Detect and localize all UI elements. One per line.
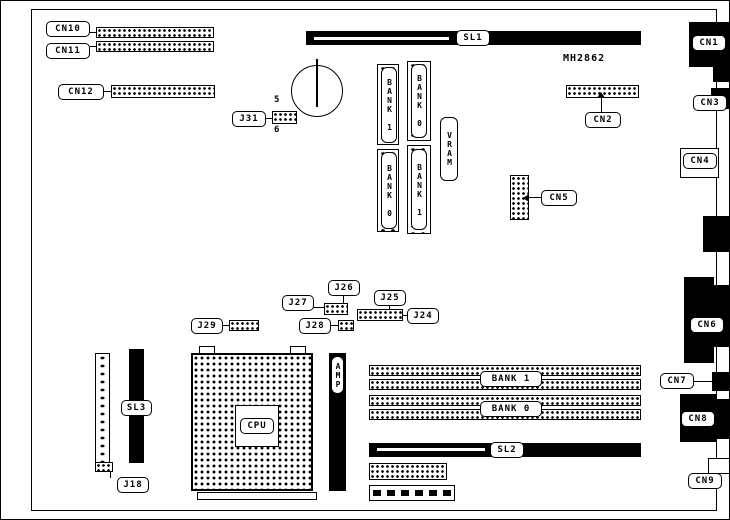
cpu-socket (191, 353, 313, 491)
label-vram: VRAM (440, 117, 458, 181)
j24-leader-line (403, 315, 407, 316)
j31-pin6-label: 6 (274, 125, 281, 135)
label-cn4: CN4 (683, 153, 717, 169)
j27-leader-line (314, 307, 324, 308)
j28-connector (338, 320, 354, 331)
cn9-port (708, 458, 729, 474)
label-cn8: CN8 (681, 411, 715, 427)
label-mem-bank0: BANK 0 (480, 401, 542, 417)
cn2-connector (566, 85, 639, 98)
label-cn12: CN12 (58, 84, 104, 100)
label-cn1: CN1 (692, 35, 726, 51)
j29-leader-line (223, 325, 229, 326)
label-j29: J29 (191, 318, 223, 334)
right-edge-small-port (713, 67, 729, 82)
label-sl2: SL2 (490, 442, 524, 458)
sl2-slot-key (377, 448, 485, 451)
j26-j27-connector (324, 303, 348, 315)
cn10-connector (96, 27, 214, 38)
cn7-port (712, 372, 729, 391)
part-number: MH2862 (563, 53, 606, 64)
label-j31: J31 (232, 111, 266, 127)
label-j26: J26 (328, 280, 360, 296)
cn12-connector (111, 85, 215, 98)
label-vram-bank1-bottom: BANK 1 (411, 149, 427, 230)
cn7-leader-line (694, 381, 712, 382)
label-sl1: SL1 (456, 30, 490, 46)
label-vram-bank0-bottom: BANK 0 (381, 152, 397, 229)
cn2-arrow-icon (597, 92, 605, 98)
cn6-port-side (713, 285, 729, 347)
cn12-leader-line (104, 91, 111, 92)
cn5-arrow-icon (523, 194, 529, 202)
label-j18: J18 (117, 477, 149, 493)
j29-connector (229, 320, 259, 331)
label-amp: AMP (331, 356, 344, 394)
label-cn5: CN5 (541, 190, 577, 206)
j24-j25-connector (357, 309, 403, 321)
left-pin-socket (95, 353, 110, 469)
cpu-tab-left (199, 346, 215, 354)
cn2-leader-line (601, 98, 602, 112)
label-cn11: CN11 (46, 43, 90, 59)
label-sl3: SL3 (121, 400, 152, 416)
cn5-connector (510, 175, 529, 220)
j25-leader-line (389, 306, 390, 310)
j28-leader-line (331, 325, 338, 326)
label-cn6: CN6 (690, 317, 724, 333)
right-edge-mid-port (703, 216, 729, 252)
label-mem-bank1: BANK 1 (480, 371, 542, 387)
label-cn7: CN7 (660, 373, 694, 389)
battery-pin-line (316, 59, 318, 107)
label-j25: J25 (374, 290, 406, 306)
cn10-leader-line (90, 32, 96, 33)
j31-connector (272, 111, 297, 124)
j26-leader-line (343, 296, 344, 303)
j31-pin5-label: 5 (274, 95, 281, 105)
cn5-leader-line (529, 197, 541, 198)
label-cn3: CN3 (693, 95, 727, 111)
label-j27: J27 (282, 295, 314, 311)
label-cpu: CPU (240, 418, 274, 434)
label-j24: J24 (407, 308, 439, 324)
label-j28: J28 (299, 318, 331, 334)
label-cn9: CN9 (688, 473, 722, 489)
cn11-connector (96, 41, 214, 52)
bottom-header-connector (369, 463, 447, 480)
cn11-leader-line (90, 46, 96, 47)
label-vram-bank0-top: BANK 0 (411, 64, 427, 138)
cpu-tab-right (290, 346, 306, 354)
j31-leader-line (266, 118, 272, 119)
j18-leader-line (110, 472, 111, 478)
label-cn10: CN10 (46, 21, 90, 37)
cn8-port-side (715, 399, 729, 439)
cpu-retention-bar (197, 492, 317, 500)
label-cn2: CN2 (585, 112, 621, 128)
bottom-jumper-block (369, 485, 455, 501)
sl1-slot-key (314, 37, 449, 40)
label-vram-bank1-top: BANK 1 (381, 67, 397, 143)
j18-connector (95, 462, 113, 472)
